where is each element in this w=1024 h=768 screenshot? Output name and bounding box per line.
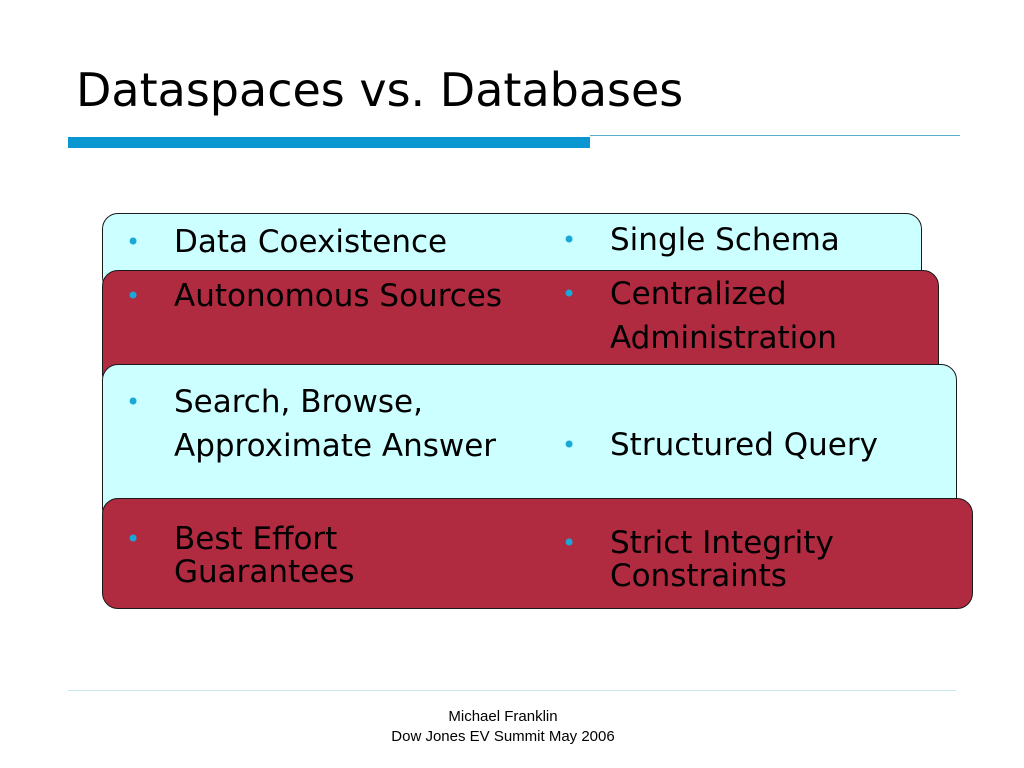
title-accent-bar — [68, 137, 590, 148]
row-2-left-item: • Autonomous Sources — [126, 274, 503, 318]
footer: Michael Franklin Dow Jones EV Summit May… — [303, 707, 703, 747]
bullet-icon: • — [126, 388, 141, 416]
row-1-right-item: • Single Schema — [562, 218, 840, 262]
title-rule — [590, 135, 960, 136]
row-4-left-text-line-1: Best Effort — [174, 521, 338, 557]
row-4-right-text-line-2: Constraints — [610, 558, 787, 594]
row-1-right-text: Single Schema — [610, 222, 840, 258]
footer-event: Dow Jones EV Summit May 2006 — [391, 728, 615, 745]
bullet-icon: • — [562, 431, 577, 459]
bullet-icon: • — [562, 280, 577, 308]
bullet-icon: • — [126, 282, 141, 310]
row-2-right-item: • Centralized Administration — [562, 272, 837, 360]
footer-author: Michael Franklin — [448, 708, 558, 725]
bullet-icon: • — [562, 529, 577, 557]
row-3-right-text: Structured Query — [610, 427, 878, 463]
row-2-left-text: Autonomous Sources — [174, 278, 503, 314]
row-2-right-text-line-2: Administration — [610, 320, 837, 356]
band-row-4 — [102, 498, 973, 609]
row-4-left-item: • Best Effort Guarantees — [126, 521, 355, 590]
row-4-right-text-line-1: Strict Integrity — [610, 525, 834, 561]
row-2-right-text-line-1: Centralized — [610, 276, 787, 312]
bullet-icon: • — [562, 226, 577, 254]
row-1-left-item: • Data Coexistence — [126, 220, 448, 264]
row-4-left-text-line-2: Guarantees — [174, 554, 355, 590]
bullet-icon: • — [126, 525, 141, 553]
row-3-left-item: • Search, Browse, Approximate Answer — [126, 380, 497, 468]
row-3-left-text-line-1: Search, Browse, — [174, 384, 423, 420]
bullet-icon: • — [126, 228, 141, 256]
row-1-left-text: Data Coexistence — [174, 224, 448, 260]
slide-title: Dataspaces vs. Databases — [76, 63, 684, 117]
row-3-right-item: • Structured Query — [562, 423, 878, 467]
row-3-left-text-line-2: Approximate Answer — [174, 428, 497, 464]
row-4-right-item: • Strict Integrity Constraints — [562, 525, 834, 594]
footer-rule — [68, 690, 956, 691]
